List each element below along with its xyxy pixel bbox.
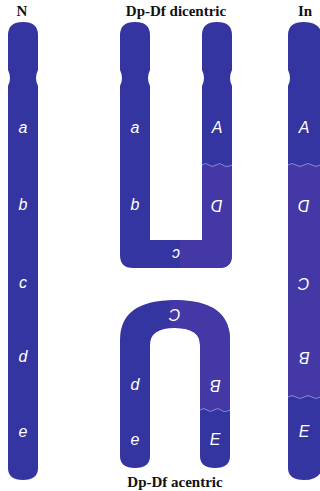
inverted-segment-shade xyxy=(180,165,232,268)
segment-letter: A xyxy=(299,120,310,136)
caption: Dp-Df acentric xyxy=(127,475,222,490)
segment-letter: a xyxy=(19,120,28,136)
inversion-chromosome xyxy=(288,22,320,480)
segment-letter: a xyxy=(131,120,140,136)
segment-letter: B xyxy=(299,349,310,365)
segment-letter: b xyxy=(19,197,28,213)
segment-letter: e xyxy=(19,424,28,440)
breakpoint xyxy=(202,164,232,167)
chromosome-heading: Dp-Df dicentric xyxy=(126,4,226,19)
acentric-chromosome xyxy=(120,300,230,468)
segment-letter: C xyxy=(298,275,310,291)
segment-letter: d xyxy=(19,349,28,365)
breakpoint xyxy=(288,164,320,167)
chromosome-heading: In xyxy=(298,4,312,19)
inverted-segment-shade xyxy=(288,165,320,397)
inverted-segment-shade xyxy=(170,300,230,410)
segment-letter: D xyxy=(211,197,223,213)
dicentric-chromosome xyxy=(120,22,232,268)
segment-letter: c xyxy=(19,275,27,291)
normal-chromosome xyxy=(8,22,38,480)
segment-letter: D xyxy=(298,197,310,213)
chromosome-heading: N xyxy=(17,4,28,19)
segment-letter: c xyxy=(172,246,180,262)
segment-letter: E xyxy=(210,432,221,448)
segment-letter: d xyxy=(131,377,140,393)
breakpoint xyxy=(200,409,230,412)
segment-letter: C xyxy=(169,306,181,322)
segment-letter: E xyxy=(299,424,310,440)
segment-letter: e xyxy=(131,432,140,448)
segment-letter: A xyxy=(212,120,223,136)
breakpoint xyxy=(288,396,320,399)
segment-letter: B xyxy=(210,377,221,393)
segment-letter: b xyxy=(131,197,140,213)
